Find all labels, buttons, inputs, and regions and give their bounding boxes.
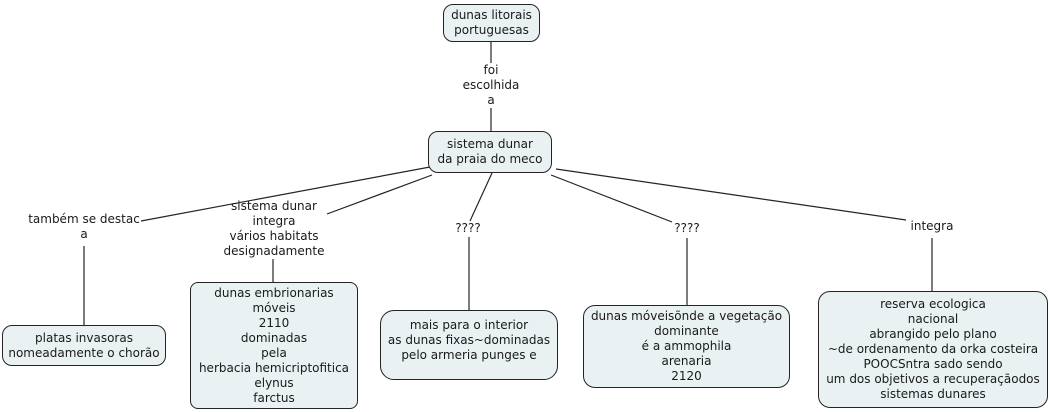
concept-node-sistema-dunar-meco[interactable]: sistema dunar da praia do meco bbox=[428, 131, 552, 173]
link-label-integra[interactable]: integra bbox=[911, 219, 954, 234]
link-label-unknown-1[interactable]: ???? bbox=[455, 221, 480, 236]
node-text-line: sistemas dunares bbox=[880, 387, 986, 401]
concept-node-mais-interior[interactable]: mais para o interior as dunas fixas~domi… bbox=[380, 310, 558, 380]
concept-node-dunas-moveis-onde[interactable]: dunas móveisõnde a vegetação dominante é… bbox=[583, 305, 790, 388]
node-text-line: as dunas fixas~dominadas bbox=[387, 333, 551, 347]
connector-sistema-to-label-unknown-1[interactable] bbox=[469, 172, 493, 222]
connector-sistema-to-label-unknown-2[interactable] bbox=[550, 174, 673, 223]
link-label-line: designadamente bbox=[223, 244, 325, 258]
node-text-line: portuguesas bbox=[454, 23, 529, 37]
node-text-line: nacional bbox=[907, 312, 959, 326]
node-text-line: nomeadamente o chorão bbox=[8, 345, 160, 360]
node-text-line: ~de ordenamento da orka costeira bbox=[827, 342, 1039, 356]
node-text-line: dunas móveisõnde a vegetação bbox=[590, 309, 783, 323]
concept-node-reserva-ecologica[interactable]: reserva ecologica nacional abrangido pel… bbox=[818, 291, 1048, 408]
link-label-line: a bbox=[80, 227, 88, 241]
node-text-line: pela bbox=[261, 345, 287, 360]
connector-sistema-to-label-integra[interactable] bbox=[555, 168, 907, 221]
link-label-foi-escolhida-a[interactable]: foi escolhida a bbox=[459, 63, 523, 108]
concept-node-platas-invasoras[interactable]: platas invasoras nomeadamente o chorão bbox=[2, 325, 166, 366]
node-text-line: herbacia hemicriptofitica bbox=[198, 360, 350, 375]
link-label-sistema-dunar-integra[interactable]: sistema dunar integra vários habitats de… bbox=[224, 199, 325, 259]
link-label-line: ???? bbox=[674, 221, 700, 235]
concept-node-dunas-litorais[interactable]: dunas litorais portuguesas bbox=[443, 4, 540, 42]
link-label-line: foi bbox=[483, 63, 499, 77]
node-text-line: elynus bbox=[254, 375, 294, 390]
link-label-line: escolhida bbox=[462, 78, 520, 92]
link-label-line: ???? bbox=[455, 221, 481, 235]
link-label-line: a bbox=[487, 93, 495, 107]
connector-sistema-to-label-tambem[interactable] bbox=[140, 166, 431, 222]
node-text-line: dunas embrionarias bbox=[214, 285, 334, 300]
node-text-line: platas invasoras bbox=[35, 330, 133, 345]
link-label-line: sistema dunar bbox=[231, 199, 317, 213]
concept-node-dunas-embrionarias[interactable]: dunas embrionarias móveis 2110 dominadas… bbox=[190, 282, 358, 409]
node-text-line: farctus bbox=[253, 390, 295, 405]
node-text-line: é a ammophila bbox=[641, 339, 732, 353]
link-label-line: integra bbox=[252, 214, 296, 228]
node-text-line: móveis bbox=[252, 300, 296, 315]
node-text-line: reserva ecologica bbox=[880, 297, 986, 311]
node-text-line: dunas litorais bbox=[451, 8, 532, 22]
node-text-line: um dos objetivos a recuperaçãodos bbox=[826, 372, 1040, 386]
node-text-line: da praia do meco bbox=[437, 152, 543, 166]
link-label-unknown-2[interactable]: ???? bbox=[674, 221, 699, 236]
node-text-line: POOCSntra sado sendo bbox=[863, 357, 1003, 371]
node-text-line: dominadas bbox=[240, 330, 308, 345]
link-label-tambem-se-destac-a[interactable]: também se destac a bbox=[28, 212, 140, 242]
node-text-line: sistema dunar bbox=[447, 137, 533, 151]
node-text-line: 2110 bbox=[258, 315, 290, 330]
node-text-line: 2120 bbox=[671, 369, 702, 383]
link-label-line: também se destac bbox=[28, 212, 140, 226]
node-text-line: dominante bbox=[654, 324, 719, 338]
node-text-line: arenaria bbox=[661, 354, 712, 368]
link-label-line: integra bbox=[910, 219, 954, 233]
link-label-line: vários habitats bbox=[229, 229, 319, 243]
node-text-line: pelo armeria punges e bbox=[401, 348, 537, 362]
connector-sistema-to-label-integra-habitats[interactable] bbox=[326, 174, 433, 215]
node-text-line: abrangido pelo plano bbox=[869, 327, 997, 341]
node-text-line: mais para o interior bbox=[409, 318, 529, 332]
